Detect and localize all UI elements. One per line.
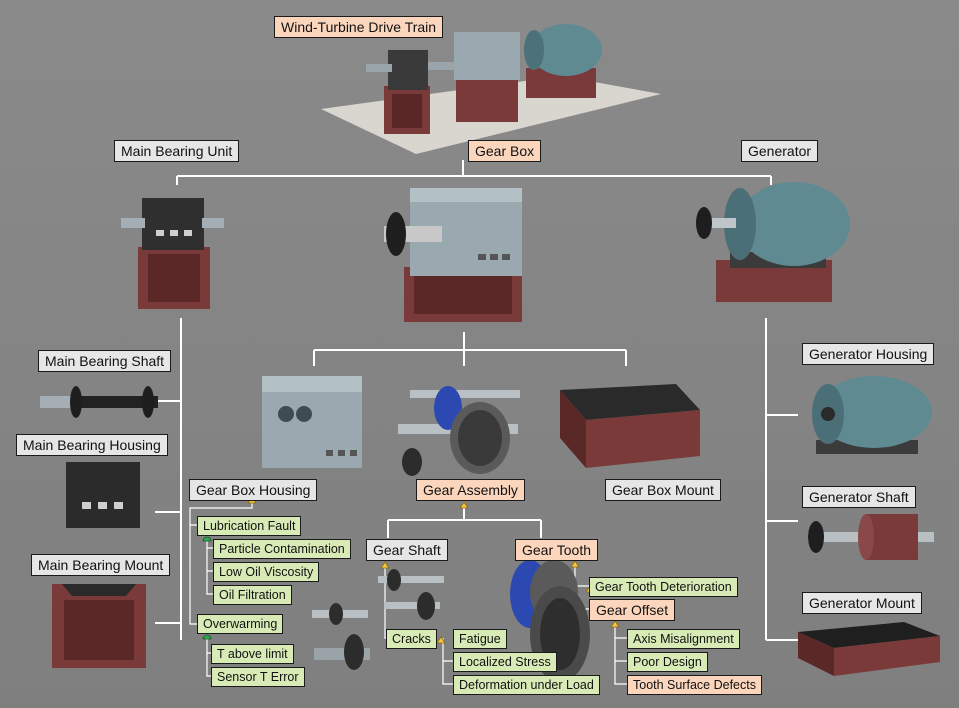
- gear-box-illustration: [384, 188, 522, 322]
- lubrication-fault-label: Lubrication Fault: [197, 516, 302, 536]
- particle-contamination-label: Particle Contamination: [213, 539, 351, 559]
- root-label: Wind-Turbine Drive Train: [274, 16, 444, 38]
- generator-label: Generator: [741, 140, 819, 162]
- cracks-shaft-illustration: [312, 603, 370, 670]
- generator-housing-illustration: [812, 376, 932, 454]
- poor-design-label: Poor Design: [627, 652, 708, 672]
- fatigue-label: Fatigue: [453, 629, 507, 649]
- deformation-label: Deformation under Load: [453, 675, 600, 695]
- main-bearing-unit-label: Main Bearing Unit: [114, 140, 240, 162]
- gear-tooth-deterioration-label: Gear Tooth Deterioration: [589, 577, 738, 597]
- main-bearing-shaft-label: Main Bearing Shaft: [38, 350, 172, 372]
- gear-offset-label: Gear Offset: [589, 599, 676, 621]
- main-bearing-housing-label: Main Bearing Housing: [16, 434, 168, 456]
- gear-assembly-label: Gear Assembly: [416, 479, 525, 501]
- sensor-t-error-label: Sensor T Error: [211, 667, 305, 687]
- generator-illustration: [696, 182, 850, 302]
- gear-tooth-label: Gear Tooth: [515, 539, 599, 561]
- overwarming-label: Overwarming: [197, 614, 284, 634]
- generator-shaft-label: Generator Shaft: [802, 486, 916, 508]
- generator-mount-label: Generator Mount: [802, 592, 922, 614]
- main-bearing-housing-illustration: [66, 462, 140, 528]
- gear-box-housing-label: Gear Box Housing: [189, 479, 318, 501]
- gear-shaft-label: Gear Shaft: [366, 539, 448, 561]
- generator-shaft-illustration: [808, 514, 934, 560]
- gear-shaft-illustration: [378, 569, 444, 620]
- generator-mount-illustration: [798, 622, 940, 676]
- main-bearing-mount-illustration: [52, 584, 146, 668]
- gear-box-mount-label: Gear Box Mount: [605, 479, 721, 501]
- tooth-surface-defects-label: Tooth Surface Defects: [627, 675, 762, 695]
- localized-stress-label: Localized Stress: [453, 652, 557, 672]
- main-bearing-unit-illustration: [121, 198, 224, 309]
- drivetrain-illustration: [321, 24, 661, 154]
- axis-misalignment-label: Axis Misalignment: [627, 629, 740, 649]
- cracks-label: Cracks: [386, 629, 437, 649]
- gear-box-housing-illustration: [262, 376, 362, 468]
- generator-housing-label: Generator Housing: [802, 343, 935, 365]
- t-above-limit-label: T above limit: [211, 644, 294, 664]
- gear-assembly-illustration: [398, 386, 520, 476]
- main-bearing-mount-label: Main Bearing Mount: [31, 554, 171, 576]
- gear-box-mount-illustration: [560, 384, 700, 468]
- gear-box-label: Gear Box: [468, 140, 542, 162]
- oil-filtration-label: Oil Filtration: [213, 585, 292, 605]
- low-oil-viscosity-label: Low Oil Viscosity: [213, 562, 320, 582]
- main-bearing-shaft-illustration: [40, 386, 158, 418]
